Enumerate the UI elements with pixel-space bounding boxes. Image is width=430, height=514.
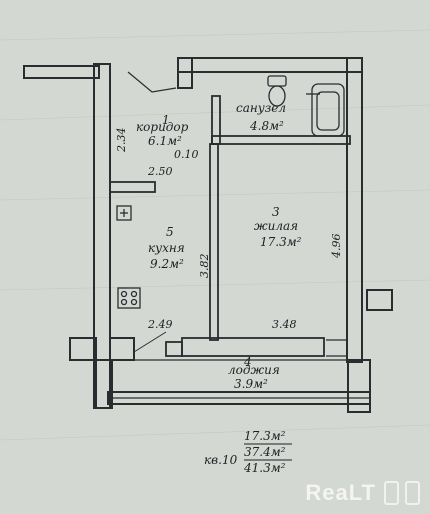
paper-hatching [0,29,430,441]
loggia-left-post [95,359,113,409]
loggia-area: 3.9м² [234,377,268,391]
dim-kitchen-width: 2.49 [147,318,173,331]
dim-corridor-height: 2.34 [115,128,128,154]
watermark-text: ReaLT [305,480,376,505]
living-number: 3 [272,205,280,219]
window-lines [112,339,370,399]
kitchen-dim-leader [133,331,167,353]
corridor-kitchen-wall [109,181,156,193]
balcony-door-block [181,337,325,357]
summary-living-area: 17.3м² [244,429,286,443]
area-summary: кв.10 17.3м² 37.4м² 41.3м² [204,429,292,475]
living-area: 17.3м² [260,235,302,249]
entrance-door-swing [127,71,177,93]
dim-living-width: 3.48 [272,318,297,331]
kitchen-number: 5 [166,225,174,239]
top-wall [177,57,363,73]
bathtub-inner [316,91,340,131]
left-pillar-a [69,337,97,361]
dim-corridor-gap: 0.10 [174,148,199,161]
room-labels: 1 коридор 6.1м² санузел 4.8м² 3 жилая 17… [136,101,302,391]
left-stub-wall [23,65,100,79]
bathroom-area: 4.8м² [249,119,284,133]
left-pillar-b [109,337,135,361]
toilet-bowl-icon [268,85,286,107]
loggia-number: 4 [243,355,252,369]
bathroom-name: санузел [236,101,286,115]
bathroom-bottom-wall [211,135,351,145]
watermark-door-icon [384,481,399,505]
corridor-area: 6.1м² [148,134,182,148]
kitchen-appliances [116,205,141,309]
watermark-icons [384,481,420,505]
dim-corridor-width: 2.50 [147,165,173,178]
bathtub-icon [311,83,345,137]
loggia-step [165,341,183,357]
outer-walls [23,57,393,413]
right-pillar [366,289,393,311]
right-lower-wall [347,359,371,413]
sink-icon [116,205,132,221]
summary-total-area: 41.3м² [243,461,286,475]
dim-living-height: 4.96 [330,234,343,260]
stove-icon [117,287,141,309]
corridor-number: 1 [162,113,170,127]
kitchen-area: 9.2м² [150,257,184,271]
right-wall [346,57,363,363]
corridor-name: коридор [136,120,189,134]
apartment-number: кв.10 [204,453,238,467]
realt-watermark: ReaLT [305,480,420,506]
loggia-name: лоджия [228,363,280,377]
inner-walls [109,95,351,357]
living-name: жилая [254,219,298,233]
toilet-tank [267,75,287,87]
kitchen-living-partition [209,143,219,341]
dim-kitchen-height: 3.82 [198,254,211,279]
bathroom-fixtures [267,75,345,137]
dimension-labels: 2.34 0.10 2.50 3.82 4.96 2.49 3.48 [115,128,343,332]
watermark-door-icon-2 [405,481,420,505]
summary-usable-area: 37.4м² [244,445,286,459]
kitchen-name: кухня [148,241,185,255]
